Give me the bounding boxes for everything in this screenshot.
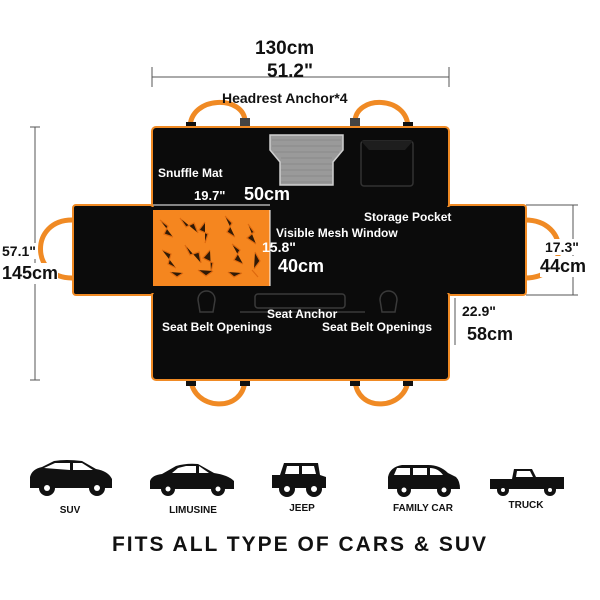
jeep-icon: [272, 463, 326, 497]
mesh-window-label: Visible Mesh Window: [276, 226, 398, 240]
seat-belt-left-label: Seat Belt Openings: [162, 320, 273, 334]
strap-buckle: [350, 118, 360, 130]
left-flap: [72, 204, 154, 296]
truck-icon: [490, 469, 564, 496]
car-label-limusine: LIMUSINE: [169, 505, 217, 516]
right-flap: [447, 204, 527, 296]
car-icons-row: [30, 460, 564, 497]
suv-icon: [30, 460, 112, 496]
dim-bottom-in: 22.9": [462, 303, 496, 319]
headrest-strap-right: [352, 99, 411, 129]
snuffle-mat: [153, 210, 270, 286]
car-label-suv: SUV: [59, 505, 81, 516]
side-strap-left: [38, 217, 73, 281]
car-label-truck: TRUCK: [508, 500, 544, 511]
seat-outline: [197, 290, 398, 313]
headrest-anchor-label: Headrest Anchor*4: [222, 90, 348, 106]
dim-left-cm: 145cm: [2, 263, 59, 284]
footer-headline: FITS ALL TYPE OF CARS & SUV: [111, 533, 489, 556]
mesh-window: [269, 134, 344, 186]
dim-top-in: 51.2": [267, 61, 313, 82]
bottom-strap-right: [352, 377, 411, 407]
mat-width-in: 19.7": [194, 188, 226, 203]
sedan-icon: [150, 463, 234, 496]
dim-top-cm: 130cm: [255, 38, 315, 59]
mat-height-cm: 40cm: [278, 256, 325, 276]
mat-width-cm: 50cm: [244, 184, 291, 204]
seat-belt-right-label: Seat Belt Openings: [322, 320, 433, 334]
seat-anchor-label: Seat Anchor: [267, 307, 338, 321]
mat-height-in: 15.8": [262, 239, 296, 255]
dim-bottom-cm: 58cm: [467, 324, 514, 344]
snuffle-mat-label: Snuffle Mat: [158, 166, 223, 180]
dim-right-cm: 44cm: [540, 256, 587, 277]
storage-pocket-label: Storage Pocket: [364, 210, 452, 224]
headrest-strap-left: [187, 99, 248, 129]
car-label-jeep: JEEP: [289, 503, 315, 514]
strap-buckle: [240, 118, 250, 130]
dim-right-in: 17.3": [545, 239, 579, 255]
family-car-icon: [388, 465, 460, 497]
car-label-family-car: FAMILY CAR: [392, 503, 454, 514]
dim-left-in: 57.1": [2, 243, 36, 259]
bottom-strap-left: [188, 377, 248, 407]
